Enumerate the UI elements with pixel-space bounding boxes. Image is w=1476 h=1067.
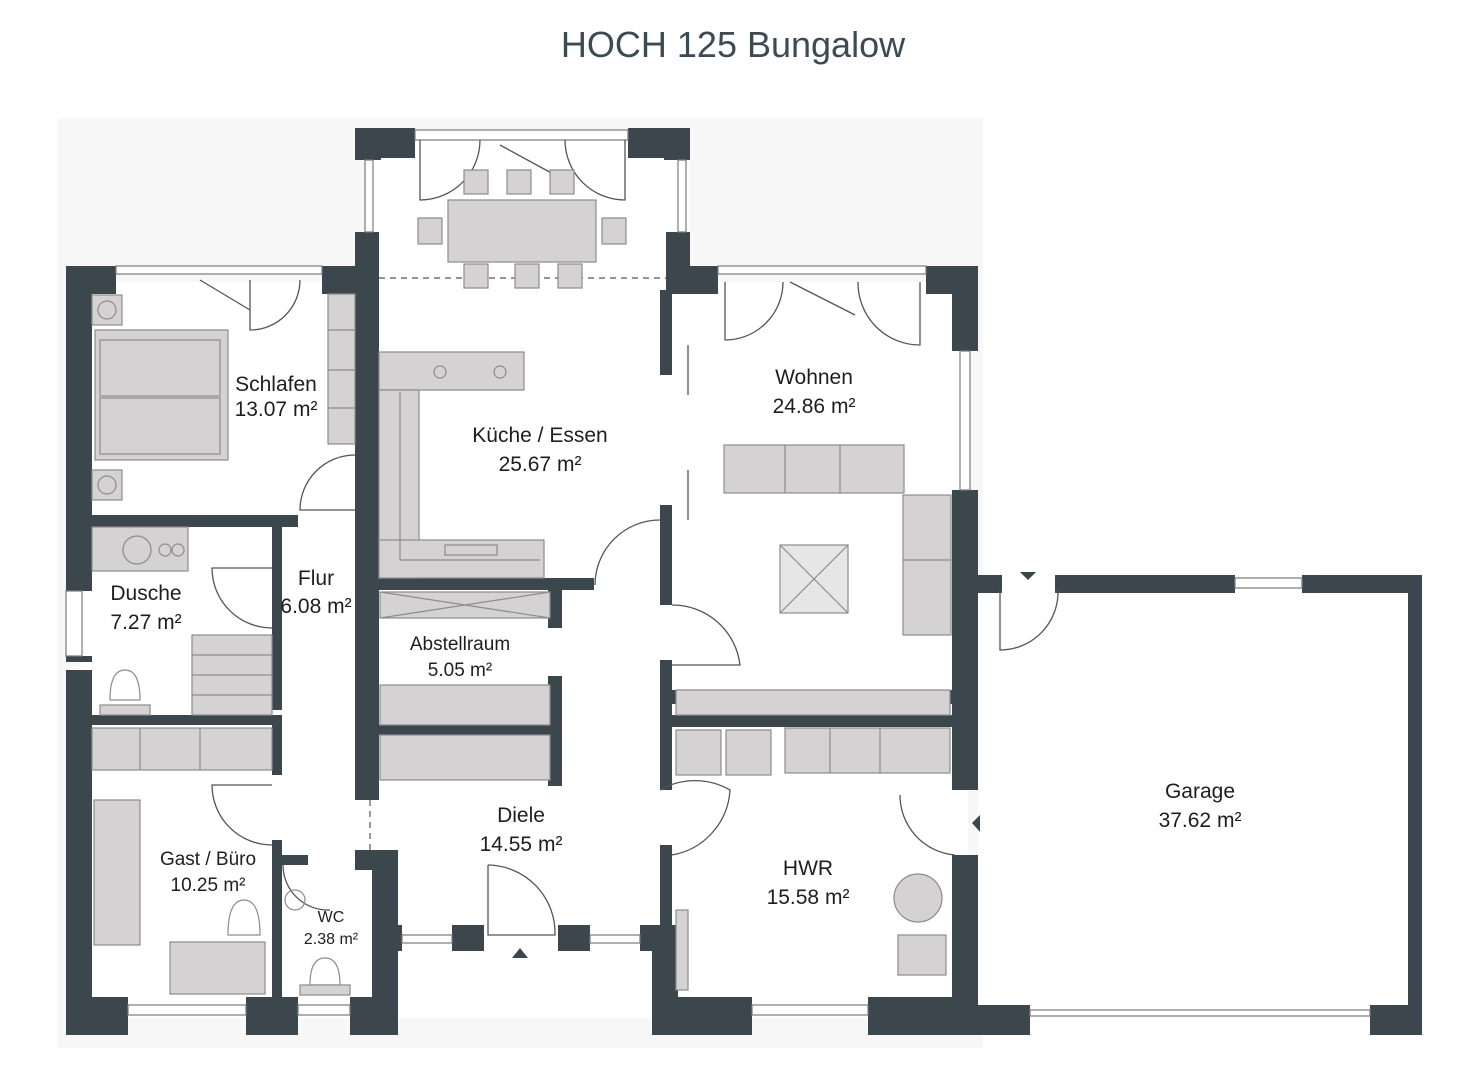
room-name-flur: Flur: [298, 567, 334, 590]
coffee-table: [779, 544, 849, 614]
entrance-arrow-icon: [512, 948, 528, 958]
room-name-kueche: Küche / Essen: [472, 424, 607, 447]
doors: [199, 139, 1059, 936]
room-labels: Schlafen 13.07 m² Küche / Essen 25.67 m²…: [110, 366, 1241, 948]
bed: [91, 294, 229, 501]
dining-table: [417, 169, 627, 289]
plan-title: HOCH 125 Bungalow: [560, 24, 906, 65]
wc-fixtures: [284, 889, 351, 996]
room-area-flur: 6.08 m²: [280, 595, 351, 618]
storage-shelves: [379, 591, 551, 781]
room-area-hwr: 15.58 m²: [767, 886, 850, 909]
room-area-wc: 2.38 m²: [304, 931, 359, 948]
sideboard: [675, 689, 951, 716]
hwr-furniture: [675, 727, 951, 991]
room-name-gast: Gast / Büro: [160, 849, 256, 870]
room-area-schlafen: 13.07 m²: [235, 398, 318, 421]
guest-furniture: [91, 727, 273, 995]
windows: [65, 129, 1371, 1017]
room-name-abstellraum: Abstellraum: [410, 634, 510, 655]
room-name-wohnen: Wohnen: [775, 366, 853, 389]
room-name-diele: Diele: [497, 804, 545, 827]
room-name-wc: WC: [318, 909, 345, 926]
room-area-dusche: 7.27 m²: [110, 611, 181, 634]
room-area-abstellraum: 5.05 m²: [428, 660, 492, 681]
kitchen-counter: [378, 351, 545, 579]
walls: [66, 128, 1422, 1035]
room-area-garage: 37.62 m²: [1159, 809, 1242, 832]
shower-bath: [91, 526, 273, 716]
garage-floor: [978, 585, 1412, 1015]
bedroom-wardrobe: [327, 293, 356, 445]
room-name-garage: Garage: [1165, 780, 1235, 803]
room-area-gast: 10.25 m²: [171, 875, 246, 896]
room-area-wohnen: 24.86 m²: [773, 395, 856, 418]
room-area-kueche: 25.67 m²: [499, 453, 582, 476]
room-name-hwr: HWR: [783, 857, 833, 880]
room-name-dusche: Dusche: [110, 582, 181, 605]
garage-door-arrow-icon: [1020, 572, 1036, 580]
side-door-arrow-icon: [972, 815, 980, 832]
room-name-schlafen: Schlafen: [235, 373, 317, 396]
room-area-diele: 14.55 m²: [480, 833, 563, 856]
sofa: [723, 444, 952, 636]
